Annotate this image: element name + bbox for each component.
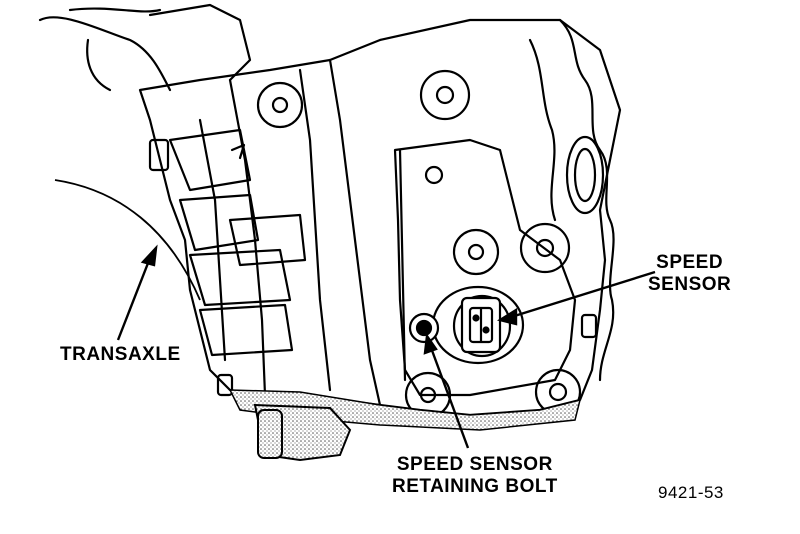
speed-sensor-label-line2: SENSOR — [648, 274, 732, 295]
speed-sensor — [431, 285, 525, 365]
sensor-mount-panel — [393, 138, 577, 397]
speed-sensor-label-line1: SPEED — [656, 252, 724, 273]
speed-sensor-label: SPEED SENSOR — [648, 252, 731, 296]
transaxle-label: TRANSAXLE — [60, 344, 181, 365]
retaining-bolt-label: SPEED SENSOR RETAINING BOLT — [392, 454, 558, 498]
retaining-bolt-label-line1: SPEED SENSOR — [396, 454, 553, 475]
retaining-bolt-label-line2: RETAINING BOLT — [392, 476, 558, 497]
retaining-bolt — [408, 312, 440, 344]
figure-number: 9421-53 — [658, 483, 724, 502]
